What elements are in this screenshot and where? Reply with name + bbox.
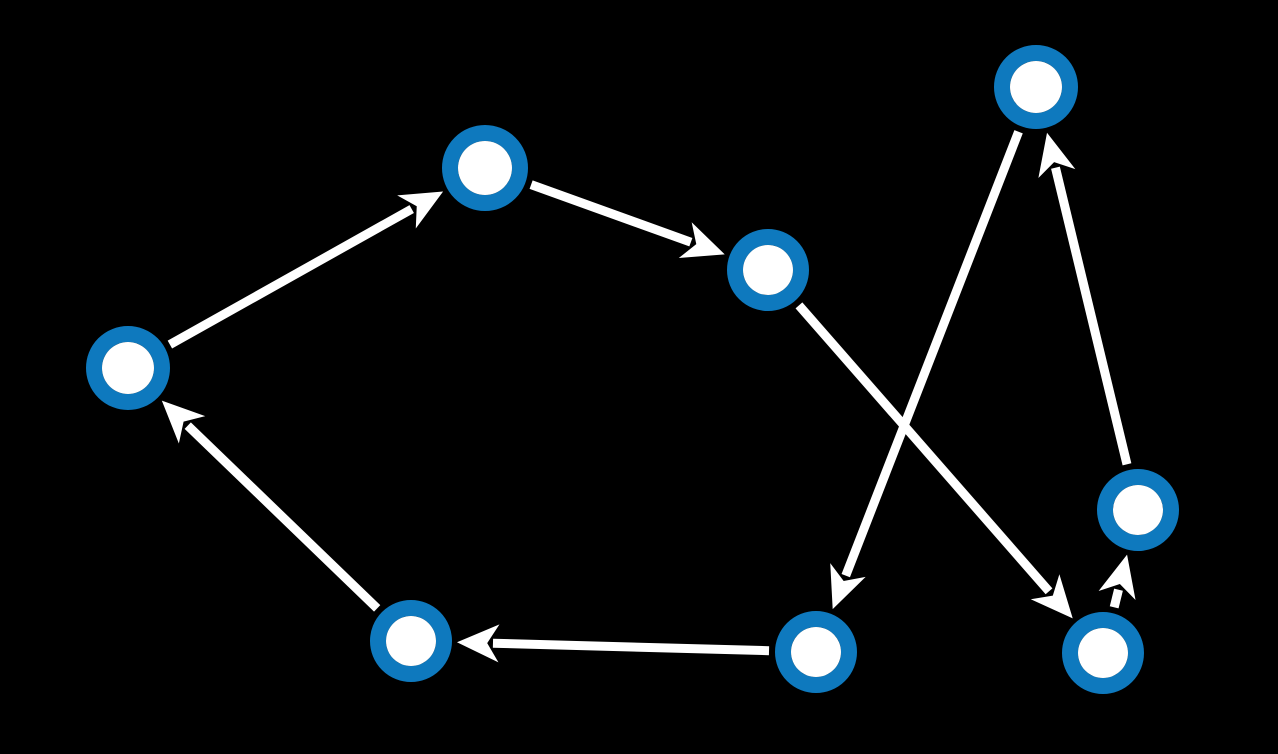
edge-arrowhead-icon bbox=[1038, 132, 1076, 178]
edge-arrowhead-icon bbox=[830, 563, 866, 610]
edge-arrowhead-icon bbox=[1030, 574, 1073, 619]
graph-edge[interactable] bbox=[1098, 554, 1136, 609]
graph-edge[interactable] bbox=[1038, 132, 1132, 466]
graph-edge[interactable] bbox=[529, 180, 725, 259]
edge-line bbox=[1051, 166, 1132, 466]
node-core bbox=[1010, 61, 1062, 113]
graph-edge[interactable] bbox=[795, 302, 1073, 619]
node-ring bbox=[86, 326, 170, 410]
node-core bbox=[458, 141, 512, 195]
graph-edge[interactable] bbox=[456, 624, 770, 663]
edge-arrowhead-icon bbox=[1098, 554, 1136, 600]
graph-node[interactable] bbox=[1097, 469, 1179, 551]
graph-edge[interactable] bbox=[830, 130, 1023, 610]
node-core bbox=[791, 627, 841, 677]
node-core bbox=[1078, 628, 1128, 678]
graph-node[interactable] bbox=[86, 326, 170, 410]
edge-line bbox=[167, 205, 414, 349]
graph-node[interactable] bbox=[370, 600, 452, 682]
edge-arrowhead-icon bbox=[456, 624, 500, 663]
node-core bbox=[1113, 485, 1163, 535]
edge-line bbox=[529, 180, 693, 247]
graph-node[interactable] bbox=[442, 125, 528, 211]
graph-node[interactable] bbox=[1062, 612, 1144, 694]
edge-line bbox=[184, 422, 381, 612]
node-ring bbox=[442, 125, 528, 211]
node-layer bbox=[86, 45, 1179, 694]
edge-arrowhead-icon bbox=[678, 222, 725, 259]
graph-node[interactable] bbox=[775, 611, 857, 693]
node-core bbox=[743, 245, 793, 295]
node-ring bbox=[1097, 469, 1179, 551]
edge-line bbox=[492, 638, 770, 656]
node-ring bbox=[727, 229, 809, 311]
node-ring bbox=[775, 611, 857, 693]
graph-edge[interactable] bbox=[167, 191, 444, 349]
graph-node[interactable] bbox=[994, 45, 1078, 129]
edge-arrowhead-icon bbox=[397, 191, 444, 229]
node-ring bbox=[1062, 612, 1144, 694]
node-ring bbox=[994, 45, 1078, 129]
edge-layer bbox=[161, 130, 1136, 663]
graph-node[interactable] bbox=[727, 229, 809, 311]
node-core bbox=[102, 342, 154, 394]
node-core bbox=[386, 616, 436, 666]
edge-line bbox=[841, 130, 1023, 578]
node-ring bbox=[370, 600, 452, 682]
edge-arrowhead-icon bbox=[161, 400, 206, 444]
edge-line bbox=[1109, 588, 1123, 609]
graph-edge[interactable] bbox=[161, 400, 381, 612]
edge-line bbox=[795, 302, 1053, 595]
